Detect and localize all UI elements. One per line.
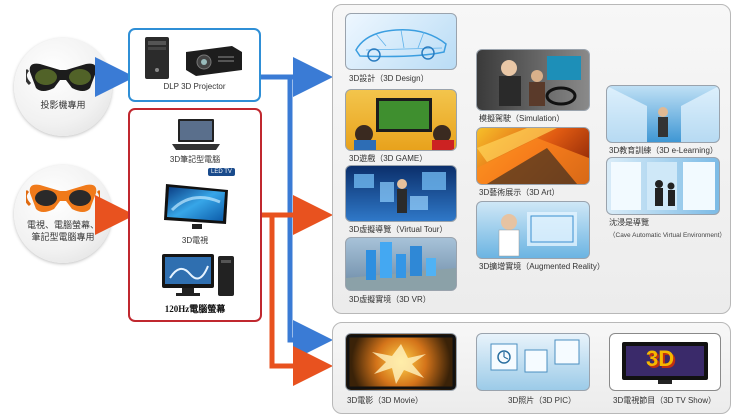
gaming-scene-icon [354,98,454,150]
caption-virtual-tour: 3D虛擬導覽（Virtual Tour） [349,225,448,234]
photo-cubes-icon [490,339,580,373]
tv-glasses-label-line2: 筆記型電腦專用 [31,232,95,242]
tv-glasses-circle: 電視、電腦螢幕、 筆記型電腦專用 [14,165,112,263]
arrow-projector-media [287,77,333,360]
notebook-label: 3D筆記型電腦 [169,155,221,164]
caption-cave-title: 沈浸是導覽 [609,218,649,227]
thumb-cave [606,157,720,215]
virtual-tour-scene-icon [354,172,446,213]
caption-e-learning: 3D教育訓練（3D e-Learning） [609,146,718,155]
thumb-3d-design [345,13,457,70]
tv-show-3d-logo: 3D [646,346,675,371]
applications-panel: 3D設計（3D Design） 3D遊戲（3D GAME） 3D虛擬導覽（Vir… [332,4,731,314]
thumb-simulation [476,49,590,111]
abstract-art-icon [477,128,589,184]
e-learning-scene-icon [607,86,719,142]
thumb-3d-tv-show: 3D [609,333,721,391]
3d-tv-icon [164,184,228,229]
caption-3d-game: 3D遊戲（3D GAME） [349,154,428,163]
led-tv-badge: LED TV [208,168,235,176]
media-panel: 3D電影（3D Movie） 3D照片（3D PIC） 3D 3D電視節目（3D… [332,322,731,414]
3d-tv-show-icon [622,342,708,384]
caption-augmented-reality: 3D擴增實境（Augmented Reality） [479,262,605,271]
movie-explosion-icon [346,334,456,390]
caption-3d-movie: 3D電影（3D Movie） [347,396,424,405]
monitor-label: 120Hz電腦螢幕 [164,304,226,314]
projector-box: DLP 3D Projector [128,28,261,102]
cave-environment-icon [611,162,715,210]
tv-glasses-label-line1: 電視、電腦螢幕、 [26,220,99,230]
thumb-virtual-tour [345,165,457,222]
caption-3d-art: 3D藝術展示（3D Art） [479,188,560,197]
caption-simulation: 模擬駕駛（Simulation） [479,114,565,123]
arrow-devices-media [269,215,333,386]
pc-tower-icon [145,37,169,79]
orange-3d-glasses-icon [26,184,100,212]
black-3d-glasses-icon [26,63,100,91]
devices-box: 3D筆記型電腦 LED TV 3D電視 120Hz電腦螢幕 [128,108,262,322]
thumb-3d-game [345,89,457,151]
augmented-reality-icon [498,212,577,257]
wireframe-car-icon [355,29,447,62]
driving-simulation-icon [499,56,581,106]
caption-cave-sub: （Cave Automatic Virtual Environment） [609,232,726,239]
caption-3d-design: 3D設計（3D Design） [349,74,429,83]
projector-icon [186,46,242,76]
caption-3d-tv-show: 3D電視節目（3D TV Show） [613,396,716,405]
tv-label: 3D電視 [181,236,209,245]
projector-glasses-label: 投影機專用 [40,100,86,110]
caption-3d-pic: 3D照片（3D PIC） [508,396,577,405]
caption-3d-vr: 3D虛擬實境（3D VR） [349,295,431,304]
thumb-3d-art [476,127,590,185]
thumb-3d-vr [345,237,457,291]
notebook-icon [172,119,220,150]
projector-label: DLP 3D Projector [163,82,226,91]
thumb-3d-pic [476,333,590,391]
thumb-augmented-reality [476,201,590,259]
thumb-3d-movie [345,333,457,391]
monitor-icon [162,254,234,296]
thumb-e-learning [606,85,720,143]
city-model-icon [346,242,456,290]
